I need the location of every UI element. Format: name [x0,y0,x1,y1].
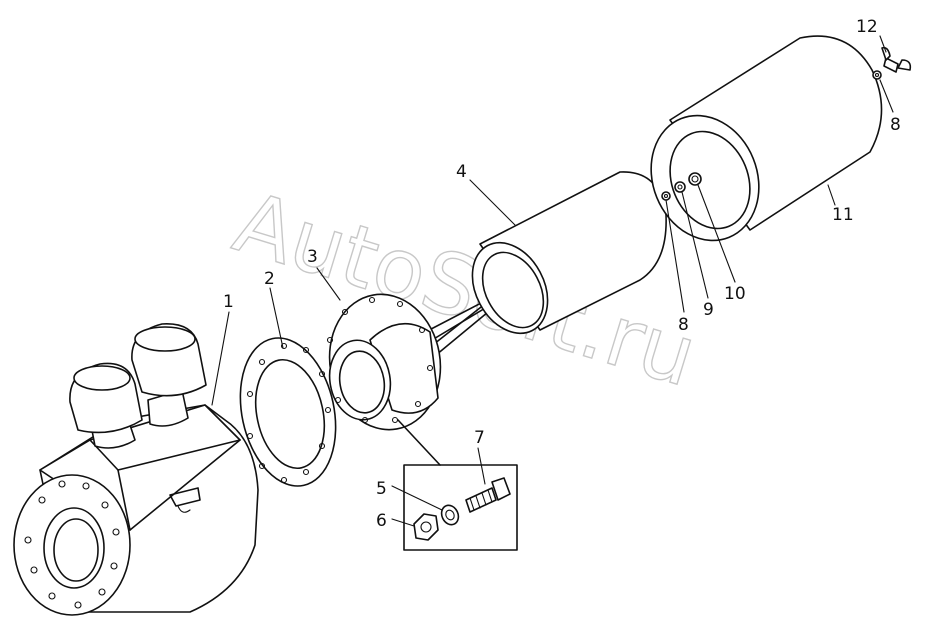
callout-labels: 1 2 3 4 5 6 7 8 8 9 10 11 12 [223,17,901,531]
callout-5: 5 [376,479,387,499]
callout-8-upper: 8 [890,115,901,135]
fastener-detail-box [397,419,518,551]
leader-lines [211,35,894,527]
callout-8-lower: 8 [678,315,689,335]
callout-3: 3 [307,247,318,267]
wing-nut-assembly [872,46,912,80]
callout-6: 6 [376,511,387,531]
part-3-flange-rod [326,283,517,431]
callout-7: 7 [474,428,485,448]
callout-9: 9 [703,300,714,320]
callout-11: 11 [832,205,854,225]
intake-cap-right [131,323,207,427]
flange-bolt-holes [24,480,120,609]
intake-cap-left [69,362,143,449]
callout-10: 10 [724,284,746,304]
part-2-gasket [239,337,337,487]
part-11-cover [650,35,883,242]
callout-4: 4 [456,162,467,182]
callout-2: 2 [264,269,275,289]
part-1-filter-housing [13,323,259,616]
callout-1: 1 [223,292,234,312]
part-4-filter-element [471,171,667,335]
callout-12: 12 [856,17,878,37]
